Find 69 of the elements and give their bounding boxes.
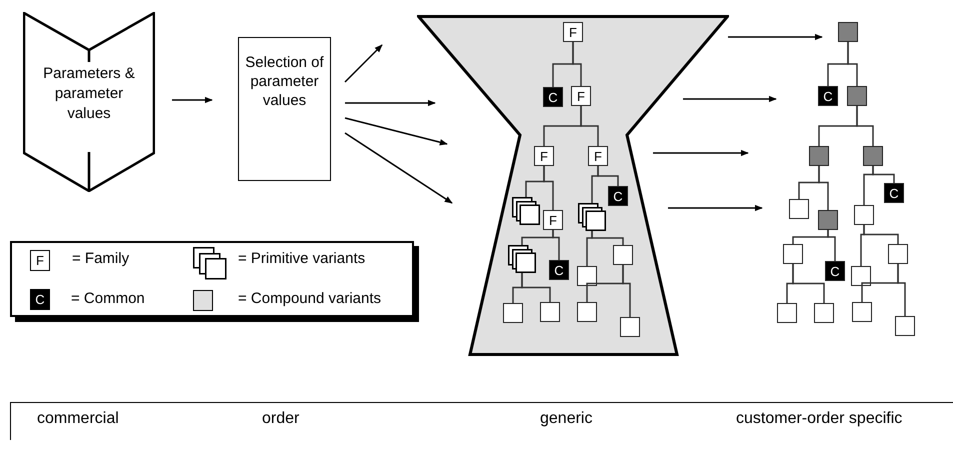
common-box: C <box>825 261 845 281</box>
compound-box <box>838 22 858 42</box>
arrow <box>344 117 448 146</box>
arrow <box>344 44 383 83</box>
item-box <box>503 303 523 323</box>
legend-label: = Compound variants <box>238 289 381 309</box>
legend-label: = Common <box>71 289 145 309</box>
tree-connector <box>572 42 582 86</box>
item-box <box>852 302 872 322</box>
family-box: F <box>588 146 608 166</box>
tree-connector <box>597 166 619 186</box>
tree-connector <box>622 265 631 317</box>
common-sample: C <box>30 289 50 310</box>
item-box <box>854 205 874 225</box>
common-box: C <box>884 183 904 203</box>
common-box: C <box>818 86 838 106</box>
tree-connector <box>872 166 895 183</box>
arrow <box>344 132 453 204</box>
tree-connector <box>827 230 836 261</box>
tree-connector <box>897 264 906 316</box>
item-box <box>777 303 797 323</box>
item-box <box>851 266 871 286</box>
item-box <box>577 302 597 322</box>
family-box: F <box>563 22 583 42</box>
item-box <box>888 244 908 264</box>
common-box: C <box>543 87 563 107</box>
compound-box <box>809 146 829 166</box>
tree-connector <box>847 42 858 86</box>
family-box: F <box>534 146 554 166</box>
tree-connector <box>521 273 551 302</box>
arrow <box>728 34 823 40</box>
family-box: F <box>571 86 591 106</box>
tree-connector <box>863 225 899 244</box>
compound-box <box>818 210 838 230</box>
legend-label: = Family <box>72 249 130 269</box>
item-box <box>620 317 640 337</box>
item-box <box>814 303 834 323</box>
tree-connector <box>543 166 554 210</box>
stage-label: commercial <box>37 409 119 429</box>
compound-box <box>863 146 883 166</box>
tree-connector <box>580 106 599 146</box>
arrow <box>345 100 436 106</box>
stage-label: customer-order specific <box>736 409 902 429</box>
item-box <box>895 316 915 336</box>
legend-label: = Primitive variants <box>238 249 366 269</box>
family-sample: F <box>30 250 50 271</box>
stage-label: order <box>262 409 300 429</box>
arrow <box>668 204 763 212</box>
compound-box <box>847 86 867 106</box>
arrow <box>653 150 749 156</box>
chevron-shape <box>23 12 155 192</box>
tree-connector <box>792 264 825 303</box>
arrow <box>683 96 777 102</box>
arrow <box>172 96 213 104</box>
item-box <box>577 266 597 286</box>
family-box: F <box>543 210 563 230</box>
chevron-label: Parameters & parameter values <box>43 65 135 122</box>
item-box <box>540 302 560 322</box>
tree-connector <box>552 230 560 260</box>
stage-label: generic <box>540 409 592 429</box>
item-box <box>783 244 803 264</box>
process-box: Selection of parameter values <box>238 37 331 181</box>
common-box: C <box>549 260 569 280</box>
item-box <box>789 199 809 219</box>
common-box: C <box>608 186 628 206</box>
tree-connector <box>591 231 624 245</box>
tree-connector <box>856 106 874 146</box>
tree-connector <box>818 166 829 210</box>
item-box <box>613 245 633 265</box>
